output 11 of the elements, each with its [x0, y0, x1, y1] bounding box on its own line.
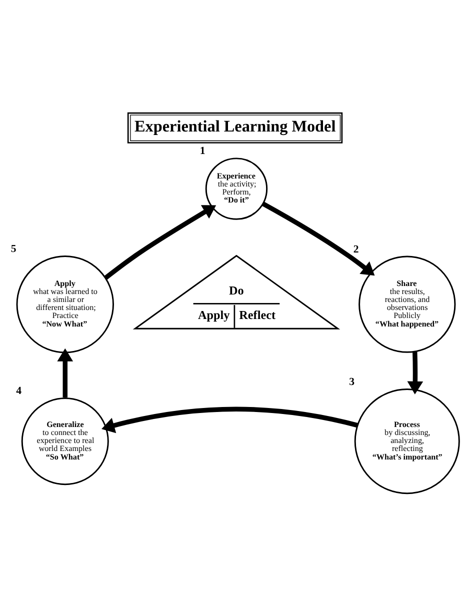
arrow — [262, 201, 375, 276]
arrow — [57, 348, 74, 397]
arrow — [104, 204, 216, 280]
node-label: 3 — [349, 376, 354, 388]
node-label: 2 — [353, 242, 359, 255]
arrow — [407, 350, 424, 394]
arrow — [102, 406, 358, 433]
node-label: 4 — [16, 384, 22, 397]
diagram-title: Experiential Learning Model — [134, 118, 336, 135]
node-label: 5 — [10, 242, 16, 254]
node-label: 1 — [200, 144, 206, 157]
